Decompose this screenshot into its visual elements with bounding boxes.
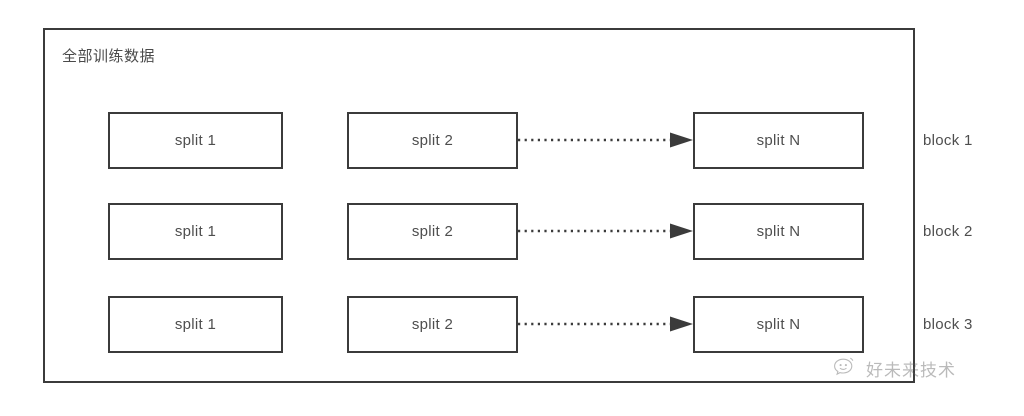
split-label: split 1 <box>174 316 217 333</box>
split-box-block3-col1: split 1 <box>108 296 283 353</box>
page-title: 全部训练数据 <box>62 48 156 65</box>
split-box-block2-col2: split 2 <box>347 203 518 260</box>
block-label-1: block 1 <box>923 132 973 149</box>
split-label: split N <box>756 132 801 149</box>
split-box-block1-col3: split N <box>693 112 864 169</box>
split-label: split N <box>756 316 801 333</box>
block-label-2: block 2 <box>923 223 973 240</box>
split-box-block3-col3: split N <box>693 296 864 353</box>
split-box-block1-col1: split 1 <box>108 112 283 169</box>
split-label: split 1 <box>174 223 217 240</box>
split-label: split 2 <box>411 316 454 333</box>
split-box-block1-col2: split 2 <box>347 112 518 169</box>
block-label-3: block 3 <box>923 316 973 333</box>
split-box-block2-col1: split 1 <box>108 203 283 260</box>
split-label: split N <box>756 223 801 240</box>
split-box-block3-col2: split 2 <box>347 296 518 353</box>
split-label: split 2 <box>411 132 454 149</box>
split-box-block2-col3: split N <box>693 203 864 260</box>
split-label: split 2 <box>411 223 454 240</box>
split-label: split 1 <box>174 132 217 149</box>
